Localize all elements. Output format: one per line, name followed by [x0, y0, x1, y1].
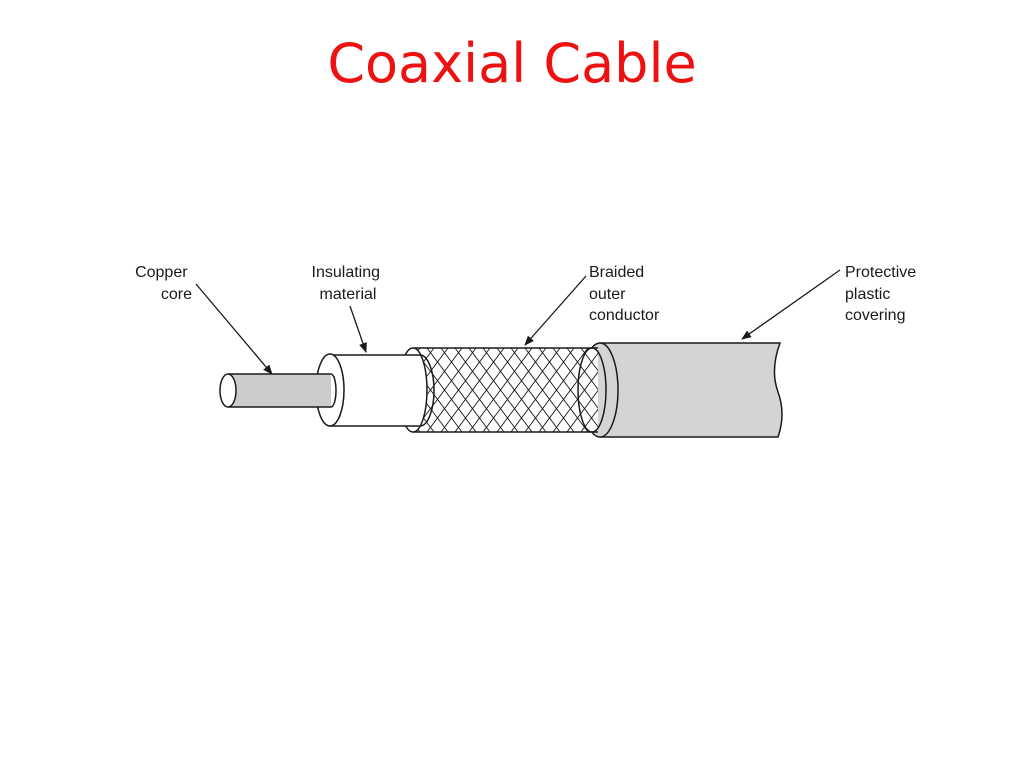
copper-core-arrow [195, 283, 273, 375]
insulating-material-arrow [349, 305, 367, 353]
copper-core-label: Copper core [135, 264, 192, 303]
protective-plastic-covering-label: Protective plastic covering [845, 264, 921, 324]
braided-outer-conductor-label: Braided outer conductor [589, 264, 660, 324]
insulating-material [315, 353, 435, 427]
slide-title: Coaxial Cable [327, 32, 697, 95]
insulating-material-label: Insulating material [312, 264, 385, 303]
braid-strand [566, 348, 598, 391]
protective-plastic-covering-arrow [741, 269, 841, 340]
braid-strand [552, 371, 598, 432]
protective-plastic-covering [581, 342, 783, 438]
braid-strand [580, 408, 598, 432]
braid-strand [580, 348, 598, 372]
braid-strand [566, 389, 598, 432]
braided-outer-conductor-arrow [524, 275, 587, 346]
copper-core [219, 373, 337, 408]
